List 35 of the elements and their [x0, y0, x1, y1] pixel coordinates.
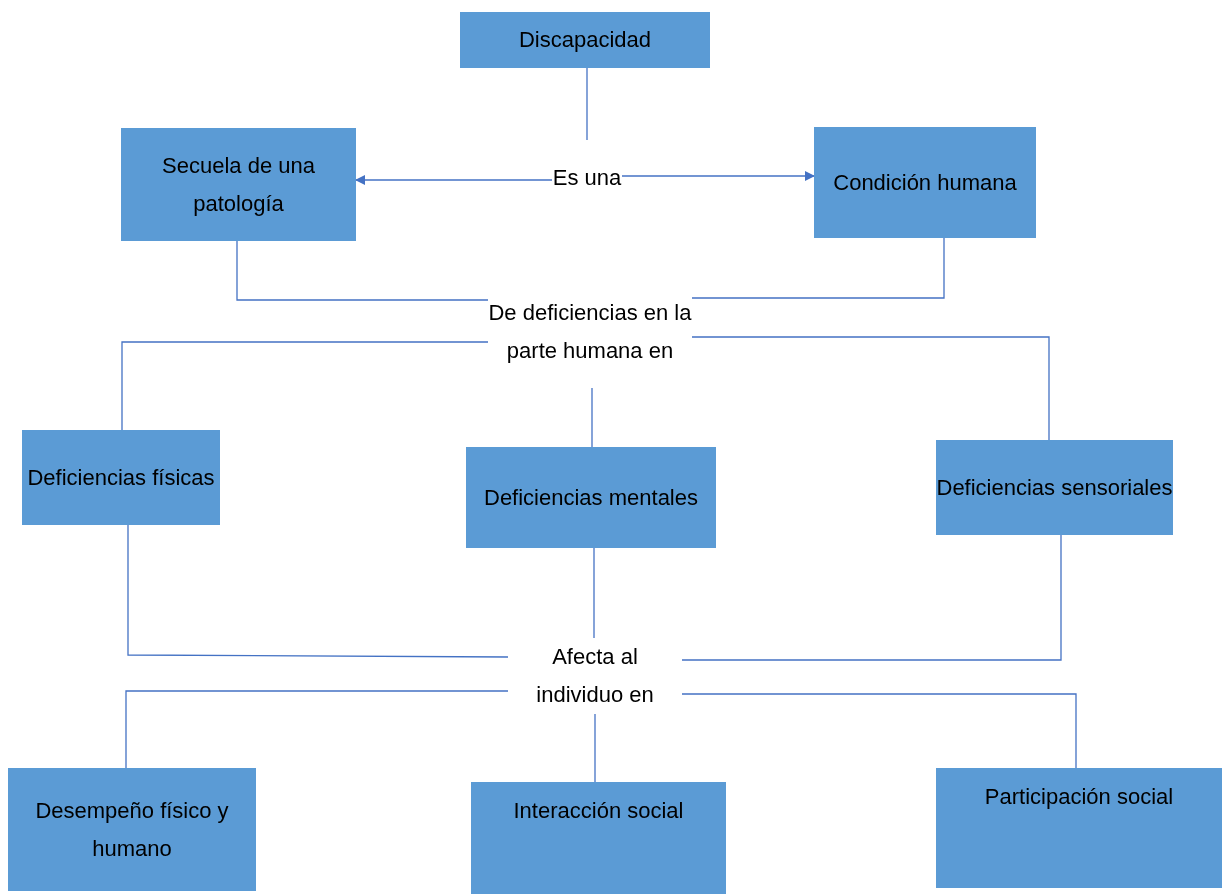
connector-line: [586, 67, 588, 141]
process-box: [936, 440, 1173, 535]
box-label: Discapacidad: [518, 26, 652, 54]
connector-line: [121, 341, 489, 431]
box-label: Deficiencias mentales: [484, 483, 698, 512]
box-label: Secuela de una patología: [161, 151, 316, 218]
connector-line: [591, 387, 593, 448]
box-label: Participación social: [984, 783, 1174, 811]
arrow: [621, 171, 815, 181]
process-box: [814, 127, 1036, 238]
box-label: Condición humana: [833, 168, 1017, 197]
connector-line: [691, 237, 945, 299]
arrow: [355, 175, 553, 185]
connector-line: [691, 336, 1050, 441]
connector-text: De deficiencias en la parte humana en: [488, 299, 692, 365]
box-label: Deficiencias físicas: [27, 463, 215, 492]
box-label: Desempeño físico y humano: [34, 796, 230, 863]
box-label: Interacción social: [513, 797, 684, 825]
connector-line: [681, 534, 1062, 661]
connector-line: [594, 713, 596, 783]
process-box: [121, 128, 356, 241]
connector-text: Es una: [552, 164, 622, 192]
process-box: [460, 12, 710, 68]
process-box: [936, 768, 1222, 888]
box-label: Deficiencias sensoriales: [936, 473, 1173, 502]
connector-text: Afecta al individuo en: [535, 643, 655, 709]
process-box: [22, 430, 220, 525]
process-box: [8, 768, 256, 891]
process-box: [466, 447, 716, 548]
connector-line: [125, 690, 509, 769]
connector-line: [593, 547, 595, 639]
process-box: [471, 782, 726, 894]
connector-line: [681, 693, 1077, 769]
connector-line: [127, 524, 509, 658]
connector-line: [236, 240, 489, 301]
